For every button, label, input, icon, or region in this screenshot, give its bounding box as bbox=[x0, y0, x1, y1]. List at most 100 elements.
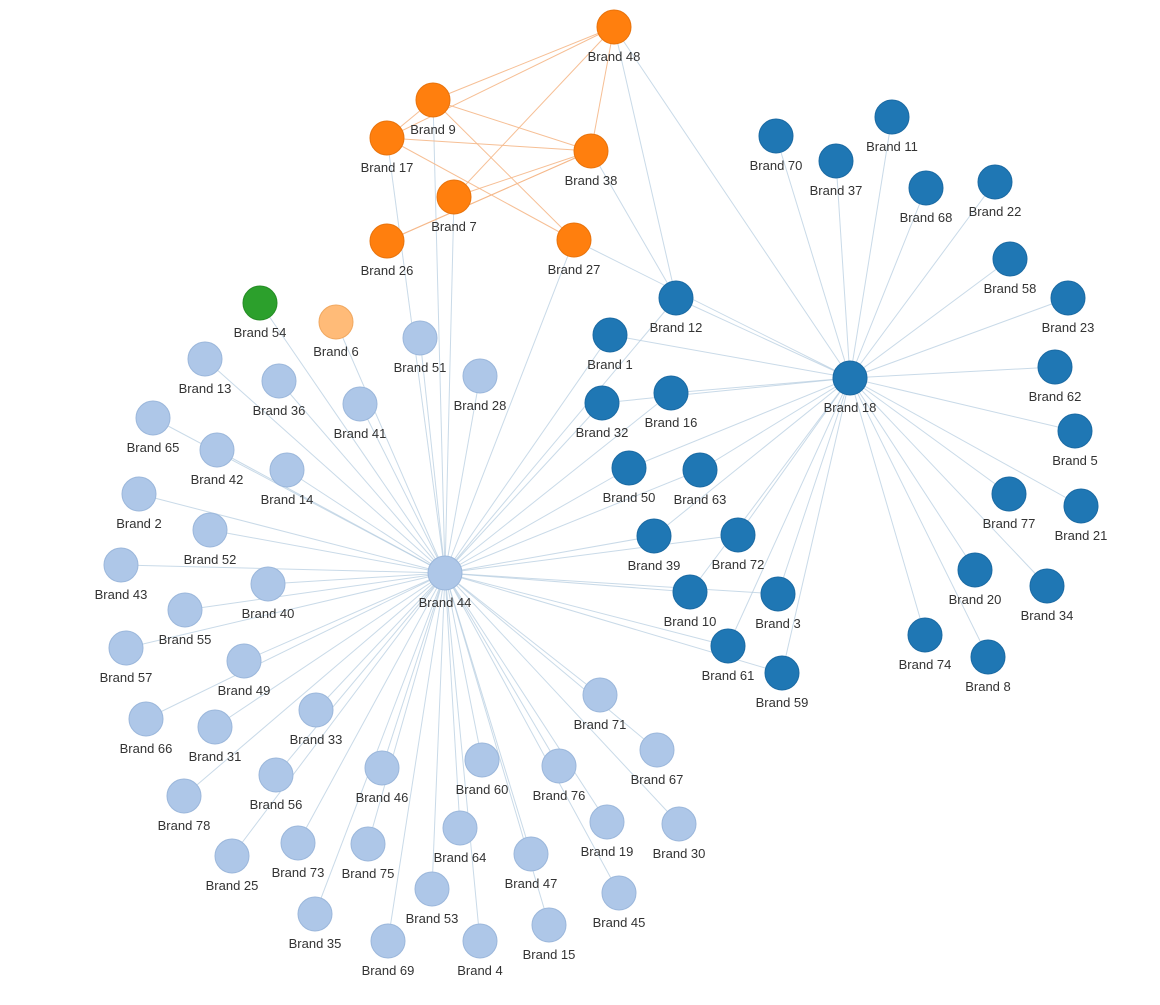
node-brand-5[interactable]: Brand 5 bbox=[1052, 413, 1098, 468]
node-brand-34[interactable]: Brand 34 bbox=[1021, 568, 1074, 623]
node-circle[interactable] bbox=[661, 806, 697, 842]
node-brand-6[interactable]: Brand 6 bbox=[313, 304, 359, 359]
node-brand-60[interactable]: Brand 60 bbox=[456, 742, 509, 797]
node-brand-61[interactable]: Brand 61 bbox=[702, 628, 755, 683]
node-circle[interactable] bbox=[192, 512, 228, 548]
node-brand-35[interactable]: Brand 35 bbox=[289, 896, 342, 951]
node-brand-55[interactable]: Brand 55 bbox=[159, 592, 212, 647]
node-brand-23[interactable]: Brand 23 bbox=[1042, 280, 1095, 335]
node-circle[interactable] bbox=[350, 826, 386, 862]
node-circle[interactable] bbox=[427, 555, 463, 591]
node-circle[interactable] bbox=[318, 304, 354, 340]
node-brand-14[interactable]: Brand 14 bbox=[261, 452, 314, 507]
node-brand-52[interactable]: Brand 52 bbox=[184, 512, 237, 567]
node-circle[interactable] bbox=[908, 170, 944, 206]
node-circle[interactable] bbox=[907, 617, 943, 653]
node-brand-54[interactable]: Brand 54 bbox=[234, 285, 287, 340]
node-circle[interactable] bbox=[636, 518, 672, 554]
node-circle[interactable] bbox=[128, 701, 164, 737]
node-circle[interactable] bbox=[541, 748, 577, 784]
node-brand-8[interactable]: Brand 8 bbox=[965, 639, 1011, 694]
node-circle[interactable] bbox=[682, 452, 718, 488]
node-circle[interactable] bbox=[369, 120, 405, 156]
node-circle[interactable] bbox=[1050, 280, 1086, 316]
node-circle[interactable] bbox=[370, 923, 406, 959]
node-circle[interactable] bbox=[258, 757, 294, 793]
node-circle[interactable] bbox=[589, 804, 625, 840]
node-circle[interactable] bbox=[269, 452, 305, 488]
node-circle[interactable] bbox=[297, 896, 333, 932]
node-brand-45[interactable]: Brand 45 bbox=[593, 875, 646, 930]
node-circle[interactable] bbox=[601, 875, 637, 911]
node-circle[interactable] bbox=[414, 871, 450, 907]
node-circle[interactable] bbox=[584, 385, 620, 421]
node-circle[interactable] bbox=[531, 907, 567, 943]
node-brand-10[interactable]: Brand 10 bbox=[664, 574, 717, 629]
node-circle[interactable] bbox=[199, 432, 235, 468]
node-brand-31[interactable]: Brand 31 bbox=[189, 709, 242, 764]
node-brand-26[interactable]: Brand 26 bbox=[361, 223, 414, 278]
node-brand-32[interactable]: Brand 32 bbox=[576, 385, 629, 440]
node-circle[interactable] bbox=[364, 750, 400, 786]
node-brand-42[interactable]: Brand 42 bbox=[191, 432, 244, 487]
node-brand-47[interactable]: Brand 47 bbox=[505, 836, 558, 891]
node-circle[interactable] bbox=[582, 677, 618, 713]
node-circle[interactable] bbox=[103, 547, 139, 583]
node-brand-20[interactable]: Brand 20 bbox=[949, 552, 1002, 607]
node-brand-68[interactable]: Brand 68 bbox=[900, 170, 953, 225]
node-brand-18[interactable]: Brand 18 bbox=[824, 360, 877, 415]
node-brand-22[interactable]: Brand 22 bbox=[969, 164, 1022, 219]
node-circle[interactable] bbox=[818, 143, 854, 179]
node-brand-2[interactable]: Brand 2 bbox=[116, 476, 162, 531]
node-circle[interactable] bbox=[1063, 488, 1099, 524]
node-brand-36[interactable]: Brand 36 bbox=[253, 363, 306, 418]
node-circle[interactable] bbox=[214, 838, 250, 874]
node-brand-33[interactable]: Brand 33 bbox=[290, 692, 343, 747]
node-circle[interactable] bbox=[874, 99, 910, 135]
node-brand-69[interactable]: Brand 69 bbox=[362, 923, 415, 978]
node-brand-37[interactable]: Brand 37 bbox=[810, 143, 863, 198]
node-brand-56[interactable]: Brand 56 bbox=[250, 757, 303, 812]
node-brand-13[interactable]: Brand 13 bbox=[179, 341, 232, 396]
node-circle[interactable] bbox=[197, 709, 233, 745]
node-circle[interactable] bbox=[611, 450, 647, 486]
node-brand-28[interactable]: Brand 28 bbox=[454, 358, 507, 413]
node-brand-53[interactable]: Brand 53 bbox=[406, 871, 459, 926]
node-circle[interactable] bbox=[1037, 349, 1073, 385]
node-brand-63[interactable]: Brand 63 bbox=[674, 452, 727, 507]
node-brand-19[interactable]: Brand 19 bbox=[581, 804, 634, 859]
node-brand-38[interactable]: Brand 38 bbox=[565, 133, 618, 188]
node-circle[interactable] bbox=[250, 566, 286, 602]
node-brand-41[interactable]: Brand 41 bbox=[334, 386, 387, 441]
node-circle[interactable] bbox=[658, 280, 694, 316]
node-brand-71[interactable]: Brand 71 bbox=[574, 677, 627, 732]
node-brand-75[interactable]: Brand 75 bbox=[342, 826, 395, 881]
node-circle[interactable] bbox=[442, 810, 478, 846]
node-circle[interactable] bbox=[832, 360, 868, 396]
node-circle[interactable] bbox=[758, 118, 794, 154]
node-brand-16[interactable]: Brand 16 bbox=[645, 375, 698, 430]
node-brand-17[interactable]: Brand 17 bbox=[361, 120, 414, 175]
node-brand-58[interactable]: Brand 58 bbox=[984, 241, 1037, 296]
node-brand-46[interactable]: Brand 46 bbox=[356, 750, 409, 805]
node-brand-15[interactable]: Brand 15 bbox=[523, 907, 576, 962]
node-brand-3[interactable]: Brand 3 bbox=[755, 576, 801, 631]
node-circle[interactable] bbox=[720, 517, 756, 553]
node-brand-66[interactable]: Brand 66 bbox=[120, 701, 173, 756]
node-brand-74[interactable]: Brand 74 bbox=[899, 617, 952, 672]
node-brand-30[interactable]: Brand 30 bbox=[653, 806, 706, 861]
node-brand-39[interactable]: Brand 39 bbox=[628, 518, 681, 573]
node-brand-73[interactable]: Brand 73 bbox=[272, 825, 325, 880]
node-circle[interactable] bbox=[280, 825, 316, 861]
node-circle[interactable] bbox=[242, 285, 278, 321]
node-brand-49[interactable]: Brand 49 bbox=[218, 643, 271, 698]
node-brand-43[interactable]: Brand 43 bbox=[95, 547, 148, 602]
node-brand-7[interactable]: Brand 7 bbox=[431, 179, 477, 234]
node-brand-48[interactable]: Brand 48 bbox=[588, 9, 641, 64]
node-circle[interactable] bbox=[226, 643, 262, 679]
node-circle[interactable] bbox=[1057, 413, 1093, 449]
node-brand-64[interactable]: Brand 64 bbox=[434, 810, 487, 865]
node-brand-44[interactable]: Brand 44 bbox=[419, 555, 472, 610]
node-brand-27[interactable]: Brand 27 bbox=[548, 222, 601, 277]
node-circle[interactable] bbox=[991, 476, 1027, 512]
